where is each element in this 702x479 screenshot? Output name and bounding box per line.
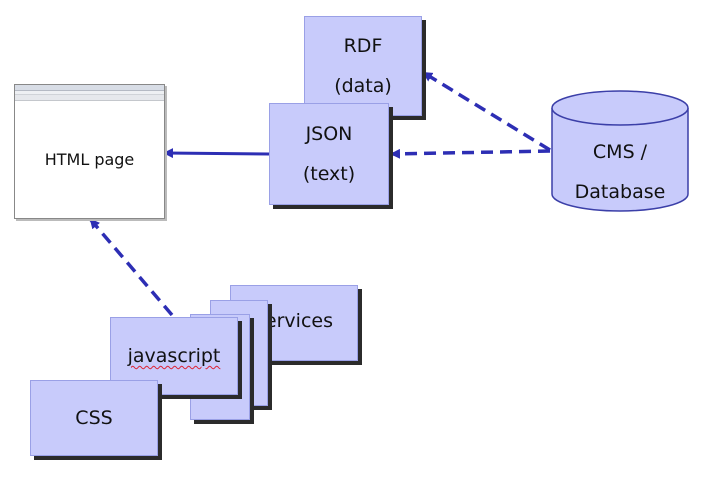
database-cylinder bbox=[551, 90, 689, 212]
html-page-content: HTML page bbox=[15, 101, 164, 218]
database-sublabel: Database bbox=[574, 181, 666, 203]
json-box: JSON (text) bbox=[269, 103, 389, 205]
css-box: CSS bbox=[30, 380, 158, 456]
javascript-label: javascript bbox=[127, 345, 221, 367]
css-label: CSS bbox=[75, 407, 113, 429]
rdf-sublabel: (data) bbox=[334, 75, 392, 97]
javascript-to-html-arrow bbox=[89, 218, 174, 317]
html-page-label: HTML page bbox=[44, 150, 135, 169]
cms-to-rdf-arrow bbox=[422, 71, 551, 152]
json-sublabel: (text) bbox=[302, 163, 356, 185]
rdf-label: RDF bbox=[343, 35, 383, 57]
rdf-box: RDF (data) bbox=[304, 16, 422, 116]
window-menubar bbox=[15, 91, 164, 95]
cms-to-json-arrow bbox=[390, 148, 551, 159]
json-label: JSON bbox=[305, 123, 353, 145]
window-titlebar bbox=[15, 85, 164, 91]
services-label: services bbox=[255, 310, 333, 332]
database-label: CMS / Database bbox=[552, 132, 688, 212]
cms-label: CMS / bbox=[592, 141, 648, 163]
window-toolbar bbox=[15, 95, 164, 101]
json-to-html-arrow bbox=[163, 148, 270, 159]
html-page-window: HTML page bbox=[14, 84, 165, 219]
